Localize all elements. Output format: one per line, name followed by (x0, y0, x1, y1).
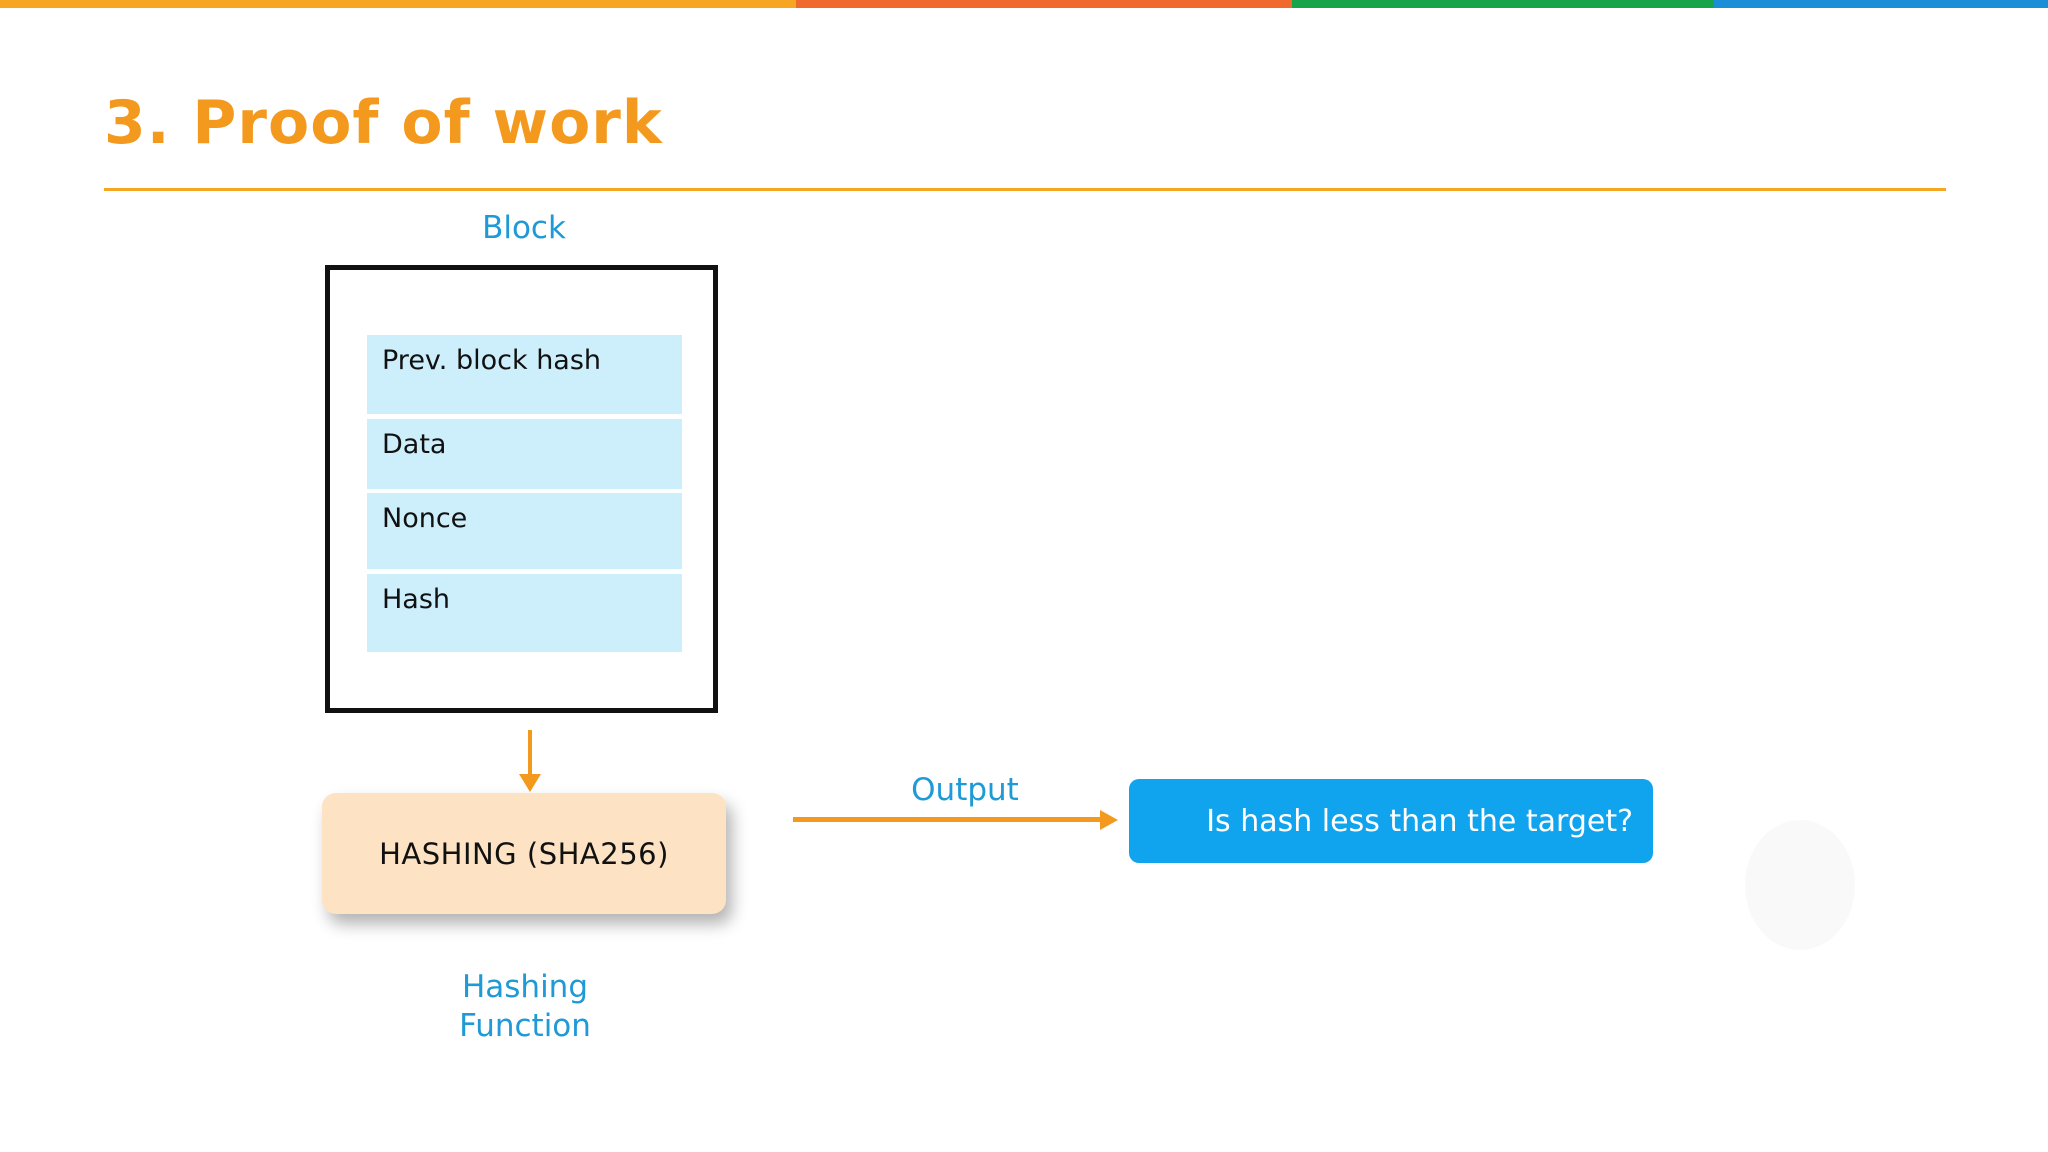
block-field-prev-hash: Prev. block hash (367, 335, 682, 414)
down-arrow-shaft (528, 730, 532, 776)
top-bar-segment-1 (0, 0, 796, 8)
top-bar-segment-2 (796, 0, 1292, 8)
down-arrow-head-icon (519, 774, 541, 792)
block-field-data: Data (367, 419, 682, 489)
top-color-bar (0, 0, 2048, 8)
block-label: Block (482, 210, 566, 246)
top-bar-segment-3 (1292, 0, 1714, 8)
slide-title: 3. Proof of work (104, 88, 663, 158)
output-arrow-head-icon (1100, 810, 1118, 830)
output-arrow-shaft (793, 817, 1103, 822)
target-check-box: Is hash less than the target? (1129, 779, 1653, 863)
hashing-function-box: HASHING (SHA256) (322, 793, 726, 914)
output-label: Output (911, 772, 1019, 808)
faded-figure-decoration (1745, 820, 1855, 950)
top-bar-segment-4 (1714, 0, 2048, 8)
title-divider (104, 188, 1946, 191)
block-field-hash: Hash (367, 574, 682, 652)
block-field-nonce: Nonce (367, 493, 682, 569)
hashing-function-caption: Hashing Function (459, 969, 591, 1044)
